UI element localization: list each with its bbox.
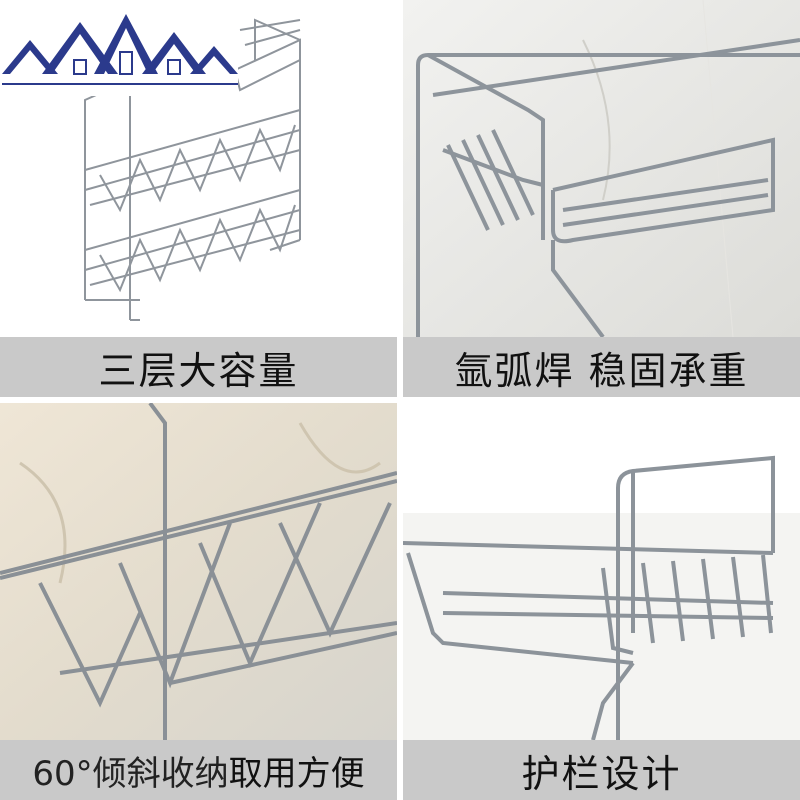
caption-tilted-part2: 取用方便 — [228, 753, 365, 794]
house-roofs-logo — [2, 2, 238, 96]
rack-guardrail-photo — [403, 403, 800, 740]
rack-weld-closeup-photo — [403, 0, 800, 337]
caption-tilted-part1: 60°倾斜收纳 — [32, 753, 229, 794]
caption-tilted: 60°倾斜收纳取用方便 — [0, 740, 397, 800]
caption-guardrail: 护栏设计 — [403, 740, 800, 800]
panel-guardrail: 护栏设计 — [403, 403, 800, 800]
caption-three-tier: 三层大容量 — [0, 337, 397, 397]
panel-welding: 氩弧焊 稳固承重 — [403, 0, 800, 397]
panel-tilted: 60°倾斜收纳取用方便 — [0, 403, 397, 800]
rack-tilt-closeup-photo — [0, 403, 397, 740]
caption-welding: 氩弧焊 稳固承重 — [403, 337, 800, 397]
panel-three-tier: 三层大容量 — [0, 0, 397, 397]
